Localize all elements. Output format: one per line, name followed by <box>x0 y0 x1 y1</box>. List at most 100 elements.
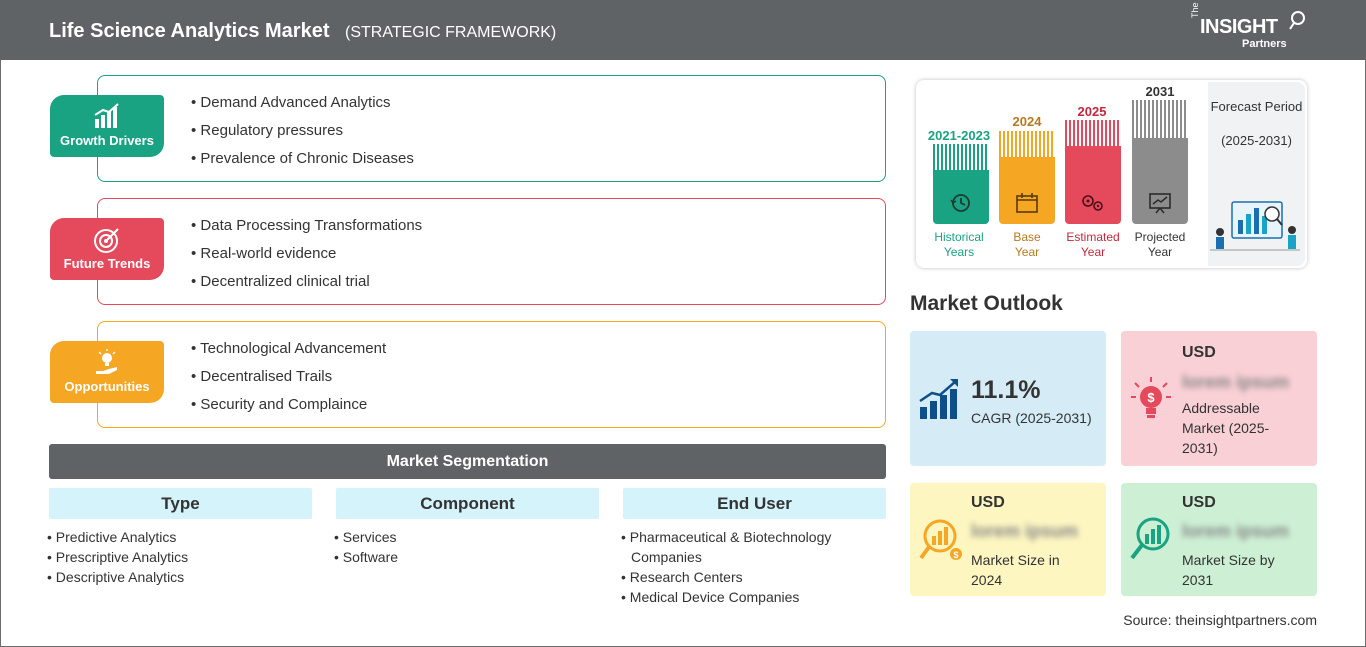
year-label-projected: 2031 <box>1145 84 1175 99</box>
size-2024-label: Market Size in 2024 <box>971 552 1060 588</box>
forecast-title: Forecast Period <box>1210 99 1303 114</box>
addressable-label: Addressable Market (2025-2031) <box>1182 400 1270 456</box>
opportunities-tag: Opportunities <box>50 341 164 403</box>
timeline-bar-estimated <box>1065 120 1121 224</box>
list-item: Research Centers <box>621 567 861 587</box>
segment-list-end-user: Pharmaceutical & Biotechnology Companies… <box>621 527 861 607</box>
bar-solid <box>1065 146 1121 224</box>
page-title: Life Science Analytics Market <box>49 20 330 42</box>
list-item: Data Processing Transformations <box>191 217 422 245</box>
target-icon <box>94 228 119 253</box>
cagr-label: CAGR (2025-2031) <box>971 410 1092 426</box>
addressable-market-card: USD lorem ipsum $ Addressable Market (20… <box>1121 331 1317 466</box>
list-item: Pharmaceutical & Biotechnology Companies <box>621 527 861 567</box>
market-size-2024-card: USD lorem ipsum $ Market Size in 2024 <box>910 483 1106 596</box>
market-size-2031-card: USD lorem ipsum Market Size by 2031 <box>1121 483 1317 596</box>
size-2031-usd: USD <box>1182 494 1216 511</box>
bar-label-line2: Year <box>1014 245 1040 259</box>
growth-drivers-box: Demand Advanced Analytics Regulatory pre… <box>97 75 886 182</box>
addressable-value: lorem ipsum <box>1182 372 1290 392</box>
bar-stripes <box>999 131 1055 157</box>
gears-icon <box>1082 195 1103 211</box>
forecast-range: (2025-2031) <box>1221 133 1292 148</box>
header-bar: Life Science Analytics Market (STRATEGIC… <box>0 0 1366 60</box>
size-2031-value: lorem ipsum <box>1182 521 1290 541</box>
bar-stripes <box>1065 120 1121 146</box>
market-segmentation-bar: Market Segmentation <box>49 444 886 479</box>
svg-text:$: $ <box>953 550 958 560</box>
bar-label-line1: Historical <box>934 230 984 244</box>
future-trends-list: Data Processing Transformations Real-wor… <box>191 217 422 301</box>
bar-label-line2: Year <box>1147 245 1173 259</box>
calendar-icon <box>1016 193 1038 213</box>
market-outlook-title: Market Outlook <box>910 292 1063 315</box>
list-item: Medical Device Companies <box>621 587 861 607</box>
magnifier-chart-icon: $ <box>919 519 962 560</box>
list-item: Real-world evidence <box>191 245 422 273</box>
logo-the: The <box>1190 2 1200 18</box>
growth-drivers-list: Demand Advanced Analytics Regulatory pre… <box>191 94 414 178</box>
svg-text:$: $ <box>1147 390 1155 405</box>
year-label-base: 2024 <box>1012 114 1042 129</box>
clock-history-icon <box>950 194 970 212</box>
insight-partners-logo: The INSIGHT Partners <box>1190 2 1310 54</box>
cagr-card: 11.1% CAGR (2025-2031) <box>910 331 1106 466</box>
bar-chart-icon <box>94 103 119 128</box>
size-2024-usd: USD <box>971 494 1005 511</box>
future-trends-tag: Future Trends <box>50 218 164 280</box>
bar-solid <box>933 170 989 224</box>
list-item: Decentralised Trails <box>191 368 386 396</box>
bar-label-line1: Base <box>1013 230 1041 244</box>
list-item: Technological Advancement <box>191 340 386 368</box>
segment-list-type: Predictive Analytics Prescriptive Analyt… <box>47 527 307 587</box>
bar-label-line1: Estimated <box>1066 230 1120 244</box>
opportunities-list: Technological Advancement Decentralised … <box>191 340 386 424</box>
segment-list-component: Services Software <box>334 527 594 567</box>
bar-solid <box>999 157 1055 224</box>
bar-stripes <box>1132 100 1188 138</box>
logo-insight: INSIGHT <box>1200 16 1278 38</box>
future-trends-label: Future Trends <box>63 256 151 271</box>
opportunities-label: Opportunities <box>64 379 150 394</box>
timeline-bar-base <box>999 131 1055 224</box>
lightbulb-dollar-icon: $ <box>1131 377 1171 418</box>
bar-solid <box>1132 138 1188 224</box>
list-item: Services <box>334 527 594 547</box>
year-label-historical: 2021-2023 <box>927 128 991 143</box>
bar-stripes <box>933 144 989 170</box>
size-2024-value: lorem ipsum <box>971 521 1079 541</box>
timeline-bar-historical <box>933 144 989 224</box>
list-item: Descriptive Analytics <box>47 567 307 587</box>
segment-head-component: Component <box>336 488 599 519</box>
bar-label-line2: Years <box>943 245 975 259</box>
logo-magnifier-icon <box>1289 11 1305 30</box>
growth-drivers-label: Growth Drivers <box>60 133 154 148</box>
timeline-bar-projected <box>1132 100 1188 224</box>
list-item: Demand Advanced Analytics <box>191 94 414 122</box>
list-item: Prescriptive Analytics <box>47 547 307 567</box>
list-item: Regulatory pressures <box>191 122 414 150</box>
presentation-chart-icon <box>1149 193 1171 214</box>
list-item: Security and Complaince <box>191 396 386 424</box>
growth-chart-icon <box>919 379 958 419</box>
opportunities-box: Technological Advancement Decentralised … <box>97 321 886 428</box>
page-subtitle: (STRATEGIC FRAMEWORK) <box>345 24 557 41</box>
segment-head-end-user: End User <box>623 488 886 519</box>
lightbulb-hand-icon <box>96 349 117 374</box>
cagr-value: 11.1% <box>971 376 1041 404</box>
addressable-usd: USD <box>1182 344 1216 361</box>
list-item: Decentralized clinical trial <box>191 273 422 301</box>
list-item: Prevalence of Chronic Diseases <box>191 150 413 178</box>
magnifier-growth-icon <box>1130 517 1170 560</box>
list-item: Predictive Analytics <box>47 527 307 547</box>
future-trends-box: Data Processing Transformations Real-wor… <box>97 198 886 305</box>
analytics-people-icon <box>1210 201 1300 251</box>
size-2031-label: Market Size by 2031 <box>1182 552 1275 588</box>
logo-partners: Partners <box>1242 38 1287 50</box>
bar-label-line1: Projected <box>1134 230 1186 244</box>
source-credit: Source: theinsightpartners.com <box>1123 612 1317 628</box>
segment-head-type: Type <box>49 488 312 519</box>
